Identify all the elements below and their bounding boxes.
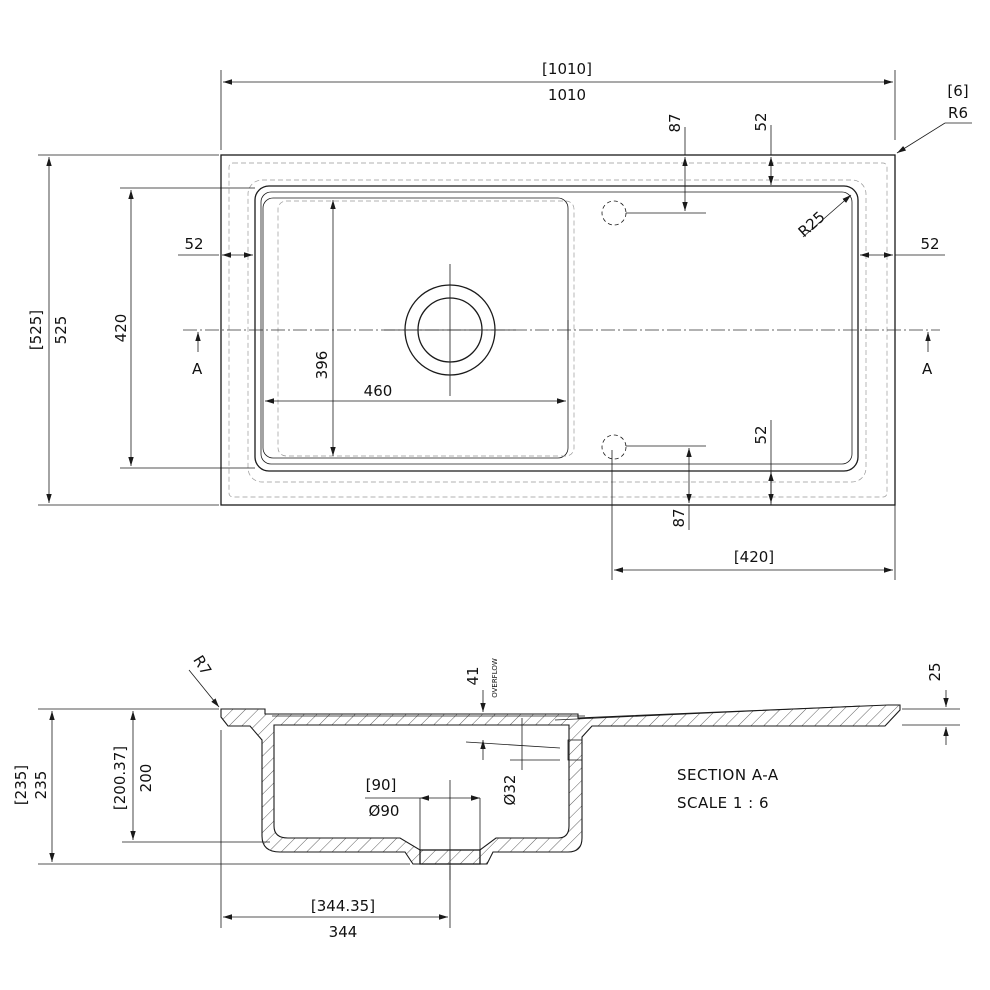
drainer-radius-leader (802, 194, 852, 238)
bowl-inner (262, 197, 569, 459)
overflow-box (567, 739, 583, 761)
plan-view: A A [1010] 1010 [6] R6 [525] 525 420 396… (27, 60, 972, 580)
outer-depth-ref: [235] (12, 765, 30, 805)
right-margin: 52 (920, 235, 939, 253)
bowl-hidden (277, 200, 575, 457)
top-hole-offset: 87 (666, 113, 684, 132)
corner-radius-leader (896, 122, 946, 154)
overall-length: 1010 (548, 86, 586, 104)
lip-radius-leader (188, 669, 220, 708)
bottom-margin: 52 (752, 425, 770, 444)
waste-diameter: Ø90 (369, 802, 400, 820)
tap-hole-top (601, 200, 627, 226)
top-margin: 52 (752, 112, 770, 131)
overflow-dim: 41 (464, 666, 482, 685)
corner-ref: [6] (947, 82, 968, 100)
overall-width: 525 (52, 316, 70, 345)
inner-bowl-width: 396 (313, 351, 331, 380)
inner-depth-ref: [200.37] (111, 746, 129, 810)
bowl-recess-outer (254, 185, 859, 472)
section-marker-right: A (922, 360, 933, 378)
overflow-label: OVERFLOW (491, 658, 499, 698)
waste-offset: 344 (329, 923, 358, 941)
section-view: R7 41 OVERFLOW Ø32 25 [235] 235 [200.37]… (12, 652, 960, 941)
overall-width-ref: [525] (27, 310, 45, 350)
bowl-width: 420 (112, 314, 130, 343)
corner-radius: R6 (948, 104, 968, 122)
bowl-length: 460 (364, 382, 393, 400)
waste-diameter-ref: [90] (366, 776, 397, 794)
drainer-length-ref: [420] (734, 548, 774, 566)
sink-profile-section (220, 704, 901, 865)
deck-thickness: 25 (926, 662, 944, 681)
tap-hole-bottom (601, 434, 627, 460)
drainer-radius: R25 (795, 208, 829, 241)
overall-length-ref: [1010] (542, 60, 592, 78)
hidden-bowl-outline (247, 179, 867, 483)
bowl-recess-inner (260, 191, 853, 465)
outer-depth: 235 (32, 771, 50, 800)
section-title: SECTION A-A (677, 766, 779, 784)
section-marker-left: A (192, 360, 203, 378)
waste-offset-ref: [344.35] (311, 897, 375, 915)
section-scale: SCALE 1 : 6 (677, 794, 769, 812)
bottom-hole-offset: 87 (670, 508, 688, 527)
inner-depth: 200 (137, 764, 155, 793)
overflow-diameter: Ø32 (501, 775, 519, 806)
left-margin: 52 (184, 235, 203, 253)
